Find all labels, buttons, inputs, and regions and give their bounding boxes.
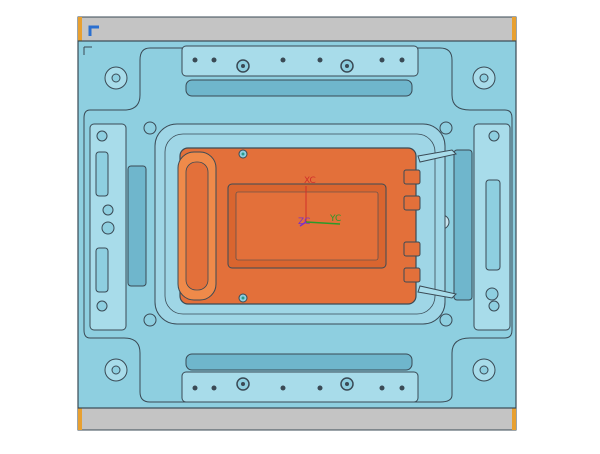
guide-pin-bosses (104, 66, 496, 382)
wcs-triad: XC YC ZC (298, 176, 341, 227)
xc-axis-label: XC (304, 176, 316, 186)
top-slider-block[interactable] (181, 45, 419, 97)
yc-axis-label: YC (329, 214, 341, 224)
molded-part[interactable] (177, 147, 421, 305)
bottom-clamp-plate[interactable] (77, 407, 517, 431)
corner-bracket-icon (88, 25, 99, 36)
top-clamp-plate[interactable] (77, 16, 517, 42)
left-slider-block[interactable] (89, 121, 157, 331)
bottom-slider-block[interactable] (181, 353, 419, 403)
lifter-pins[interactable] (417, 149, 457, 299)
right-slider-block[interactable] (434, 121, 511, 331)
zc-axis-label: ZC (298, 217, 310, 227)
